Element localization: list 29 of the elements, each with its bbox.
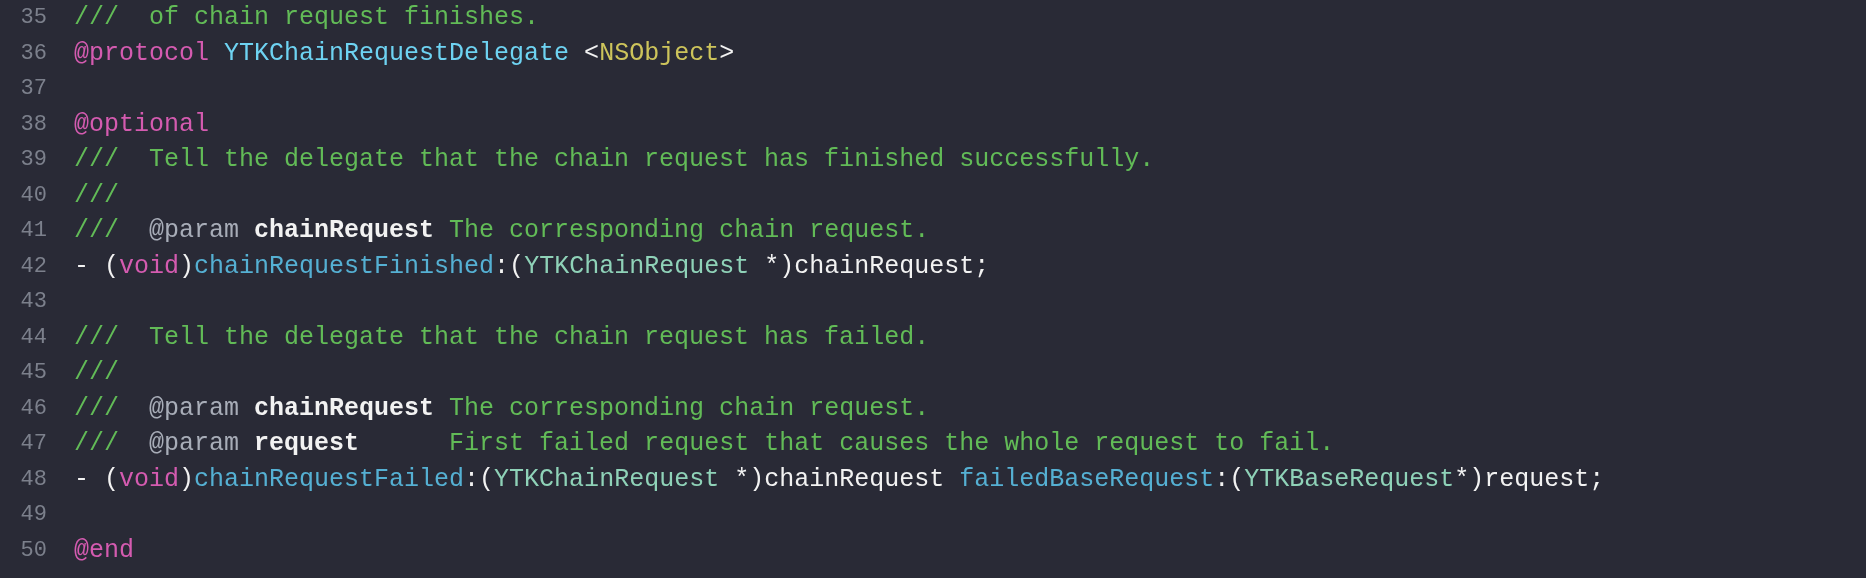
line-number: 43 bbox=[19, 288, 47, 316]
line-number: 36 bbox=[19, 39, 47, 68]
line-number: 45 bbox=[19, 359, 47, 387]
line-number: 40 bbox=[19, 181, 47, 210]
code-comment: /// bbox=[74, 179, 119, 212]
line-number: 48 bbox=[19, 465, 47, 494]
line-number: 42 bbox=[19, 252, 47, 281]
line-number: 39 bbox=[19, 146, 47, 174]
code-comment: /// Tell the delegate that the chain request has finished successfully. bbox=[74, 144, 1155, 176]
line-number: 50 bbox=[19, 536, 47, 565]
code-comment: /// Tell the delegate that the chain request has failed. bbox=[74, 321, 930, 354]
code-line: - (void)chainRequestFailed:(YTKChainRequest *)chainRequest failedBaseRequest:(YTKBaseRequest*)request; bbox=[74, 463, 1605, 496]
code-comment: /// @param chainRequest The corresponding chain request. bbox=[74, 392, 930, 425]
line-number: 47 bbox=[19, 430, 47, 458]
line-number: 37 bbox=[19, 75, 47, 103]
code-line: @end bbox=[74, 534, 134, 567]
line-number: 46 bbox=[19, 394, 47, 423]
code-comment: /// of chain request finishes. bbox=[74, 2, 540, 34]
line-number: 41 bbox=[19, 217, 47, 245]
line-number: 38 bbox=[19, 110, 47, 139]
code-comment: /// bbox=[74, 357, 119, 389]
code-line: @protocol YTKChainRequestDelegate <NSObject> bbox=[74, 37, 735, 70]
code-comment: /// @param chainRequest The corresponding chain request. bbox=[74, 215, 930, 247]
line-number: 49 bbox=[19, 501, 47, 529]
code-comment: /// @param request First failed request that causes the whole request to fail. bbox=[74, 428, 1335, 460]
line-number: 35 bbox=[19, 4, 47, 32]
line-number: 44 bbox=[19, 323, 47, 352]
code-line: @optional bbox=[74, 108, 210, 141]
code-line: - (void)chainRequestFinished:(YTKChainRequest *)chainRequest; bbox=[74, 250, 990, 283]
